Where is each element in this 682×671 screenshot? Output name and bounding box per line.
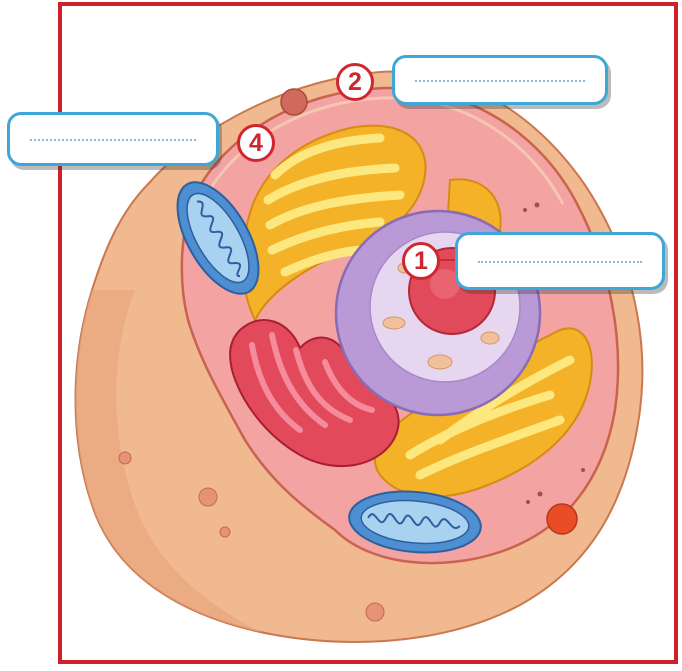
ribosome (535, 203, 540, 208)
chromatin (428, 355, 452, 369)
lysosome (547, 504, 577, 534)
answer-box-4[interactable] (7, 112, 219, 166)
answer-box-1[interactable] (455, 232, 665, 290)
answer-box-2[interactable] (392, 55, 608, 105)
chromatin (383, 317, 405, 329)
answer-line (415, 80, 585, 82)
ribosome (538, 492, 543, 497)
marker-1: 1 (402, 242, 440, 280)
answer-line (30, 139, 196, 141)
outer-vesicle (119, 452, 131, 464)
ribosome (581, 468, 585, 472)
marker-4: 4 (237, 124, 275, 162)
marker-2: 2 (336, 63, 374, 101)
vesicle (281, 89, 307, 115)
outer-vesicle (199, 488, 217, 506)
ribosome (526, 500, 530, 504)
outer-vesicle (220, 527, 230, 537)
outer-vesicle (366, 603, 384, 621)
chromatin (481, 332, 499, 344)
ribosome (523, 208, 527, 212)
answer-line (478, 261, 642, 263)
